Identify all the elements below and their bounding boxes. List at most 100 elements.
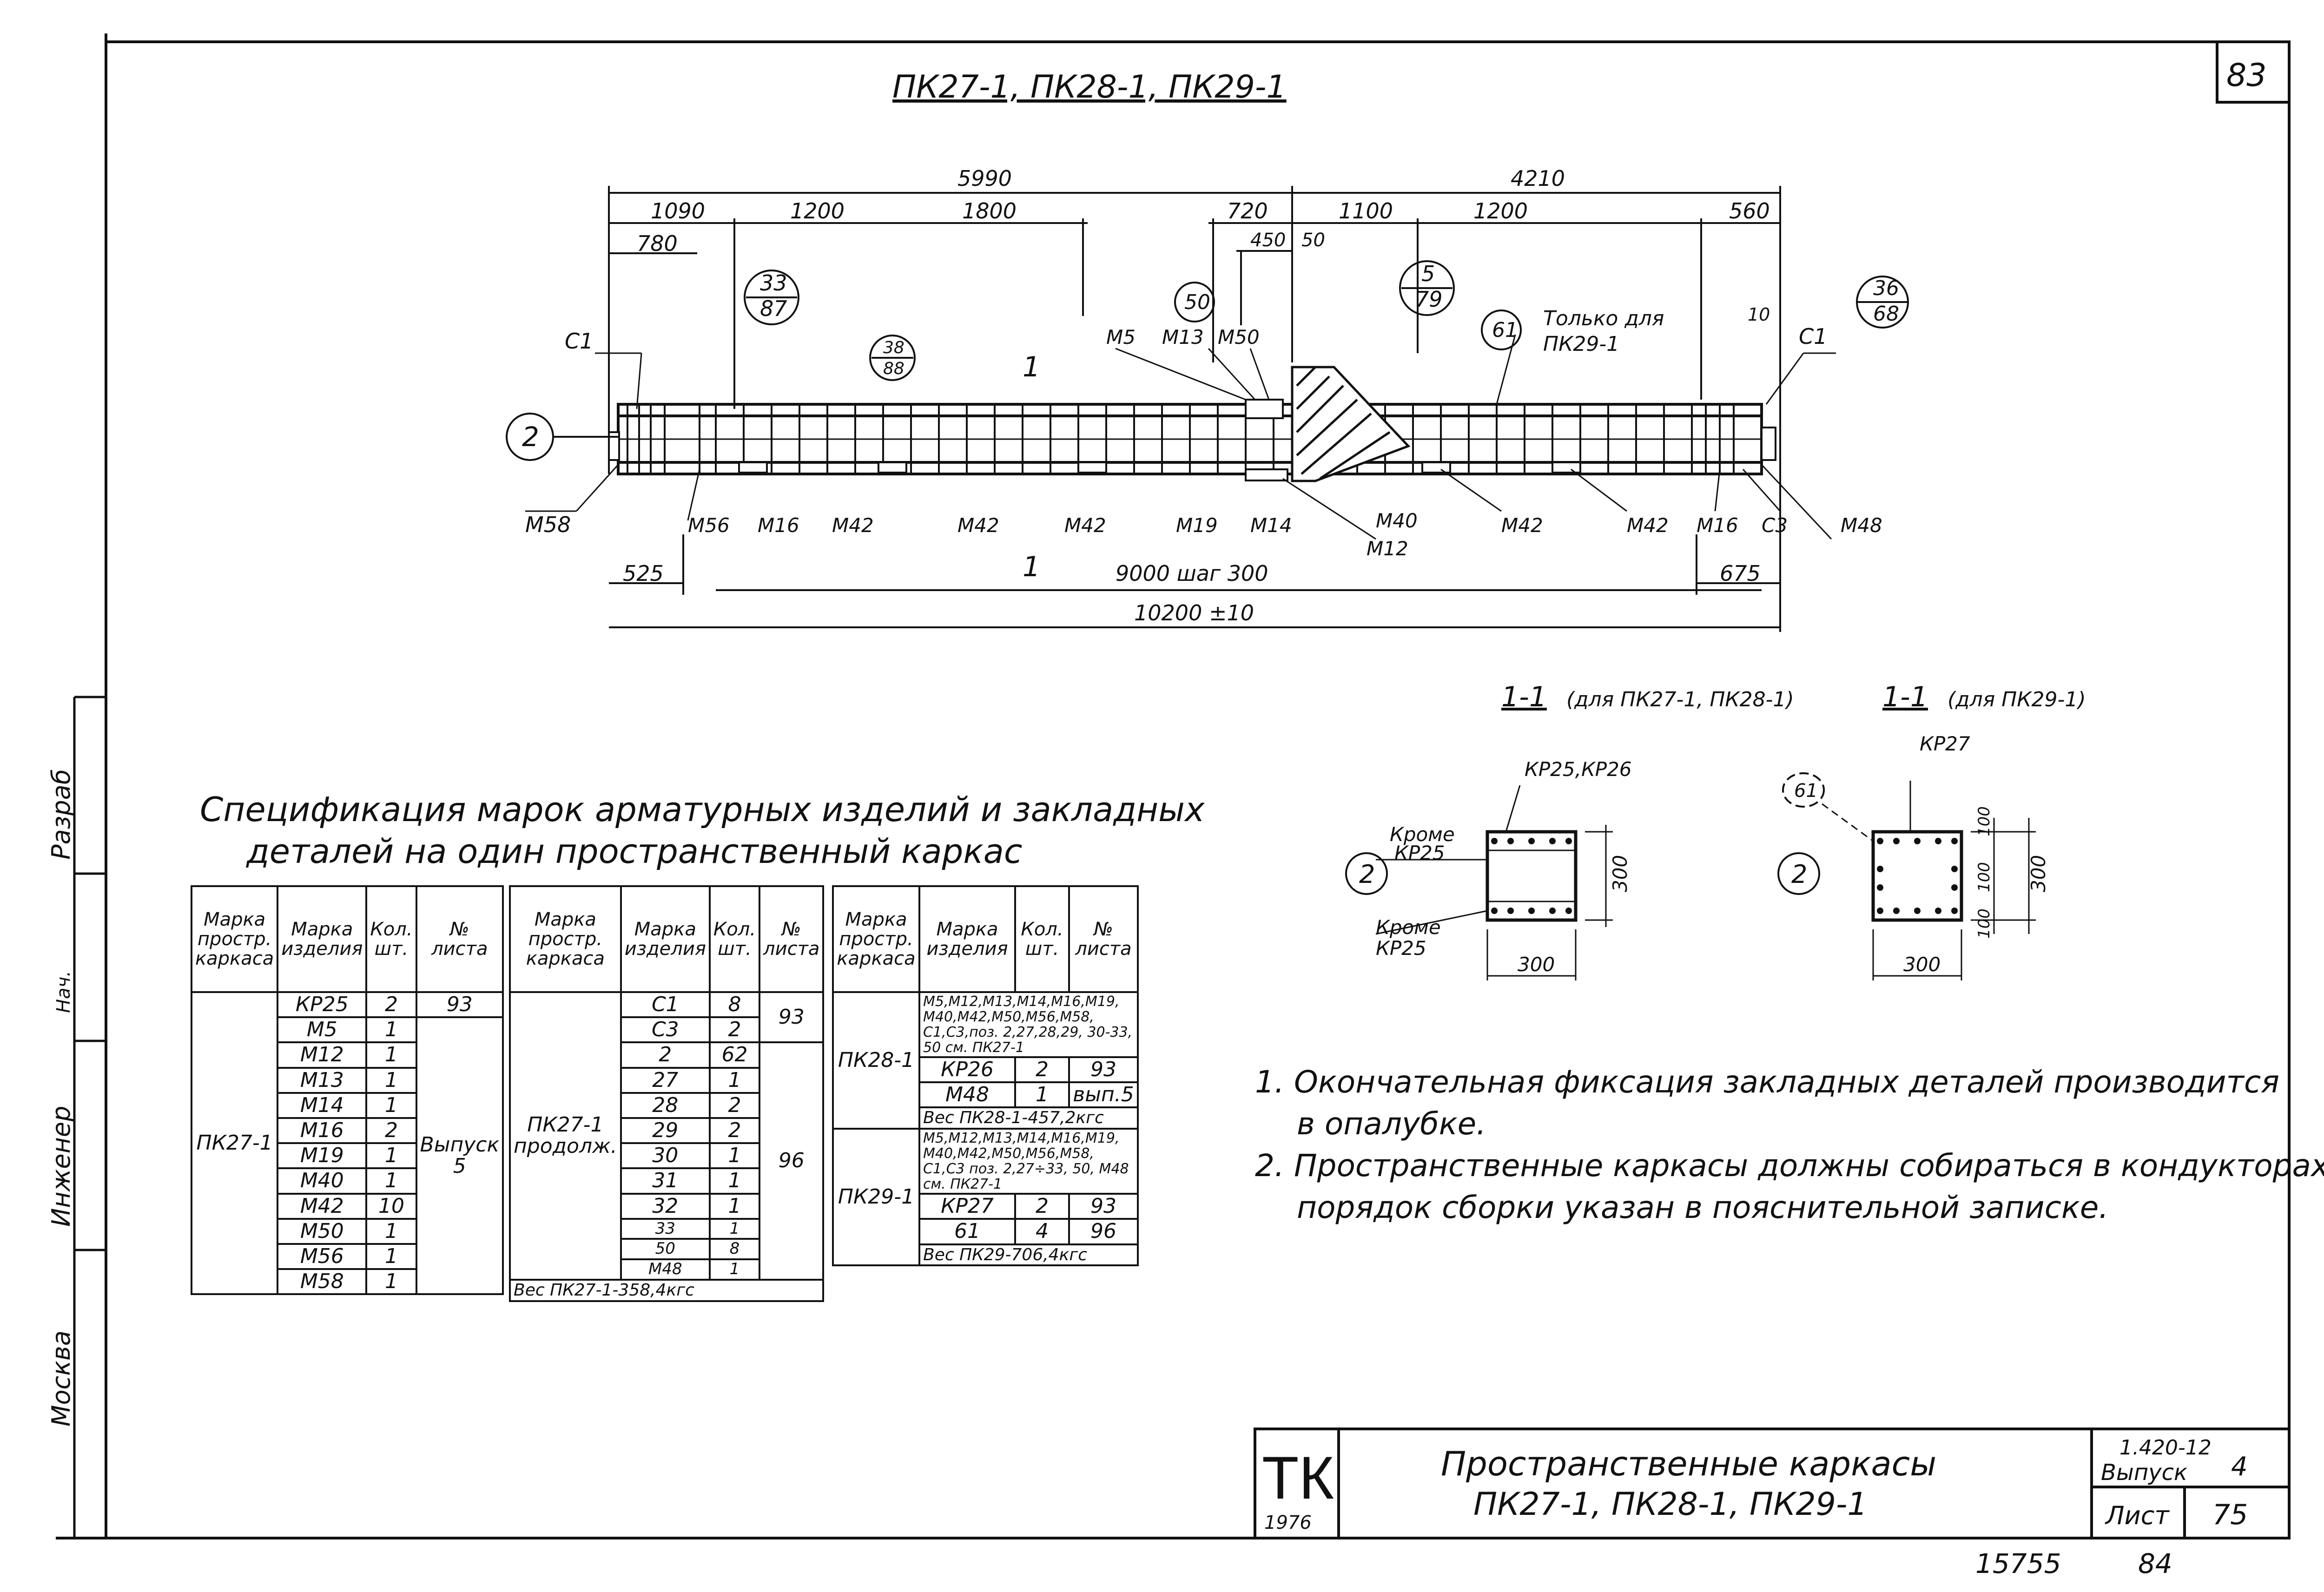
t2-r4-mark: 28 [620,1092,711,1119]
tb-title-2: ПК27-1, ПК28-1, ПК29-1 [1473,1486,1868,1523]
t1-r8-mark: М42 [277,1192,368,1220]
t1-r4-mark: М14 [277,1092,368,1119]
tb-year: 1976 [1264,1512,1312,1533]
t1-r3-mark: М13 [277,1066,368,1094]
label-bottom-13: С3 [1762,514,1788,537]
t1-r11-qty: 1 [365,1268,417,1296]
section-right-dim-100a: 100 [1975,806,1994,836]
t3-ra0-sheet: 93 [1068,1056,1139,1084]
t1-sheet-first: 93 [415,991,504,1019]
margin-label-2: Инженер [46,1106,76,1227]
dim-1200b: 1200 [1473,198,1528,224]
label-bottom-3: М42 [832,514,874,537]
t2-r6-mark: 30 [620,1142,711,1170]
title-block [1254,1428,2291,1539]
label-bottom-7: М14 [1250,514,1292,537]
t2-frame: ПК27-1 продолж. [509,991,622,1281]
section-dots [1491,838,1958,914]
callout-row-ring: 2 [522,421,539,453]
label-top-2: М13 [1162,326,1204,349]
t3-weight-a: Вес ПК28-1-457,2кгс [918,1106,1139,1130]
section-left-krome1: Кроме [1390,823,1455,846]
handwritten-num-1: 15755 [1975,1548,2061,1579]
t1-r9-qty: 1 [365,1217,417,1245]
t2-r0-mark: С1 [620,991,711,1019]
t1-r5-mark: М16 [277,1117,368,1145]
t3-ra0-qty: 2 [1014,1056,1070,1084]
dim-560: 560 [1729,198,1770,224]
callout-2-top: 50 [1184,290,1210,314]
callout-1-bottom: 88 [883,359,905,378]
spec-title-2: деталей на один пространственный каркас [246,832,1023,871]
note-2-line-2: порядок сборки указан в пояснительной за… [1297,1190,2109,1225]
section-right-dim-h: 300 [2027,855,2050,892]
label-bottom-9: М12 [1367,537,1408,560]
t1-r4-qty: 1 [365,1092,417,1119]
section-left-krome1-val: КР25 [1394,842,1445,864]
callout-4-top: 61 [1492,318,1518,342]
spec-table-1: Марка простр. каркаса Марка изделия Кол.… [190,885,504,1296]
callout-3-bottom: 79 [1415,287,1443,312]
section-left-krome2: Кроме [1376,916,1441,939]
t1-r0-qty: 2 [365,991,417,1019]
section-right-callout: 61 [1794,780,1818,802]
t2-r1-qty: 2 [708,1016,761,1044]
t2-h1: Марка изделия [620,885,711,993]
title-block-text: ТК 1976 Пространственные каркасы ПК27-1,… [1262,1436,2248,1579]
t3-rb0-sheet: 93 [1068,1193,1139,1220]
section-text: 1-1 (для ПК27-1, ПК28-1) 1-1 (для ПК29-1… [1359,681,2086,976]
dim-4210: 4210 [1511,166,1565,191]
t1-frame: ПК27-1 [190,991,279,1296]
t1-h2: Кол. шт. [365,885,417,993]
label-bottom-5: М42 [1064,514,1106,537]
only-for-label: Только для [1543,307,1664,330]
t2-r9-mark: 33 [620,1217,711,1240]
t2-r7-mark: 31 [620,1167,711,1195]
t3-rb0-qty: 2 [1014,1193,1070,1220]
margin-label-0: Разраб [46,769,76,860]
t1-r8-qty: 10 [365,1192,417,1220]
t3-frame-b: ПК29-1 [832,1128,920,1267]
note-2-line-1: 2. Пространственные каркасы должны собир… [1255,1148,2324,1184]
handwritten-num-2: 84 [2138,1548,2172,1579]
label-bottom-12: М16 [1697,514,1738,537]
section-left-kp: КР25,КР26 [1525,758,1632,781]
label-bottom-6: М19 [1176,514,1218,537]
t3-weight-b: Вес ПК29-706,4кгс [918,1243,1139,1267]
label-bottom-8: М40 [1376,509,1418,532]
t2-weight: Вес ПК27-1-358,4кгс [508,1278,825,1302]
t3-rb1-sheet: 96 [1068,1218,1139,1245]
t1-r10-mark: М56 [277,1243,368,1270]
t3-h0: Марка простр. каркаса [832,885,920,993]
dim-10: 10 [1748,304,1770,325]
section-left-krome2-val: КР25 [1376,937,1426,960]
t2-r5-qty: 2 [708,1117,761,1145]
only-for-value: ПК29-1 [1543,332,1619,356]
t2-r4-qty: 2 [708,1092,761,1119]
t2-r6-qty: 1 [708,1142,761,1170]
t3-rb0-mark: КР27 [918,1193,1016,1220]
section-left-ring: 2 [1359,860,1375,889]
t3-list-a: М5,М12,М13,М14,М16,М19, М40,М42,М50,М56,… [918,991,1139,1058]
t1-r7-qty: 1 [365,1167,417,1195]
section-left-dim-w: 300 [1518,953,1555,976]
t1-r6-mark: М19 [277,1142,368,1170]
t2-h0: Марка простр. каркаса [509,885,622,993]
dimension-lines [608,186,1781,632]
section-right-sub: (для ПК29-1) [1948,688,2086,711]
dim-525: 525 [623,561,664,586]
section-right-dim-w: 300 [1903,953,1941,976]
sheet-frame [56,33,2291,1539]
dim-10200: 10200 ±10 [1134,600,1254,625]
spec-table-3: Марка простр. каркаса Марка изделия Кол.… [832,885,1139,1267]
t2-r3-qty: 1 [708,1066,761,1094]
t3-ra1-mark: М48 [918,1081,1016,1109]
tb-issue-label: Выпуск [2101,1460,2187,1486]
label-top-4: С1 [1799,324,1827,349]
t2-r7-qty: 1 [708,1167,761,1195]
left-margin-labels: Разраб Нач. Инженер Москва [46,769,76,1427]
label-top-0: С1 [565,329,593,354]
t2-r10-mark: 50 [620,1238,711,1261]
t1-r11-mark: М58 [277,1268,368,1296]
elevation-text: 5990 4210 1090 1200 1800 720 1100 1200 5… [522,166,1899,625]
